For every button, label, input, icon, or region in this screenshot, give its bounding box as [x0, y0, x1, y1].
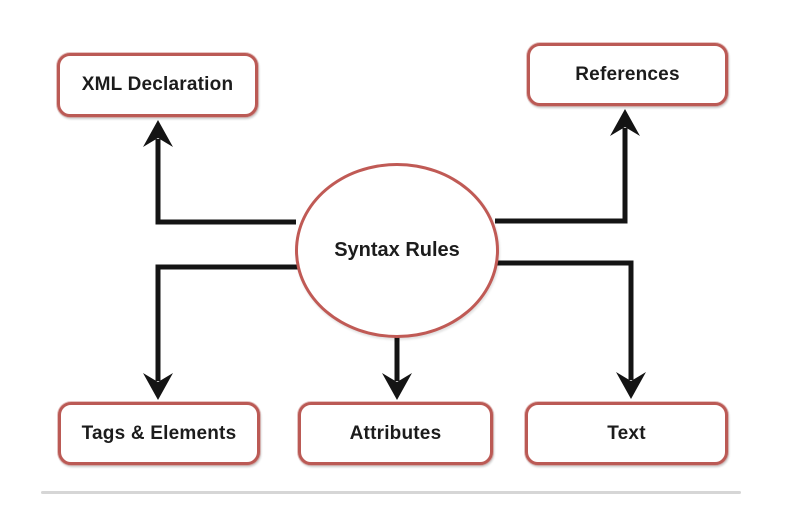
- node-text: Text: [525, 402, 728, 465]
- arrow-to-tags-elements: [143, 264, 298, 400]
- center-node-syntax-rules: Syntax Rules: [295, 163, 499, 338]
- divider-line: [41, 491, 741, 494]
- node-label: XML Declaration: [81, 74, 234, 95]
- node-label: Attributes: [349, 422, 442, 444]
- node-attributes: Attributes: [298, 402, 493, 465]
- center-node-label: Syntax Rules: [334, 239, 460, 261]
- node-label: Tags & Elements: [81, 422, 237, 444]
- arrow-to-references: [495, 109, 640, 224]
- node-label: References: [575, 63, 680, 85]
- node-references: References: [527, 43, 728, 106]
- node-xml-declaration: XML Declaration: [57, 53, 258, 117]
- arrow-to-attributes: [382, 336, 412, 400]
- node-label: Text: [607, 422, 646, 444]
- node-tags-elements: Tags & Elements: [58, 402, 260, 465]
- arrow-to-text: [497, 260, 646, 399]
- arrow-to-xml-declaration: [143, 120, 296, 225]
